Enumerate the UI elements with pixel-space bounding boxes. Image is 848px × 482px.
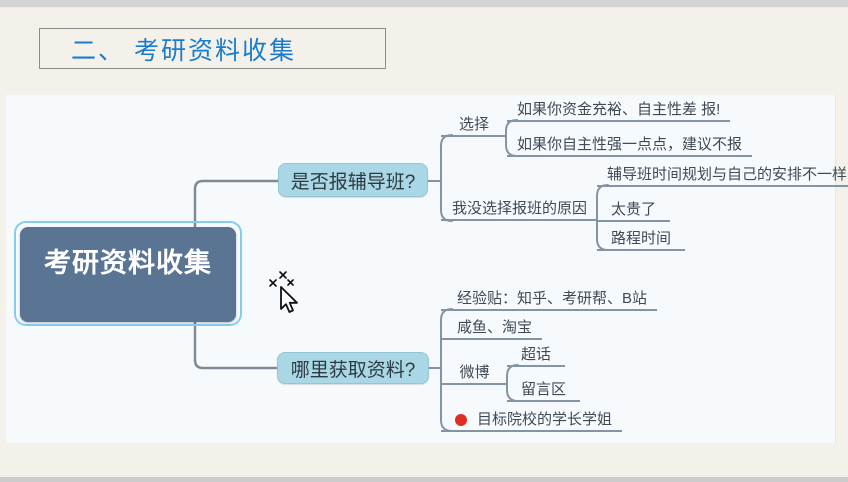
node-materials-question[interactable]: 哪里获取资料? xyxy=(277,352,429,384)
node-choice[interactable]: 选择 xyxy=(441,117,507,137)
node-reason[interactable]: 我没选择报班的原因 xyxy=(441,201,598,221)
slide-title: 二、 考研资料收集 xyxy=(71,36,296,65)
node-reason-schedule[interactable]: 辅导班时间规划与自己的安排不一样 xyxy=(597,167,848,187)
node-reason-commute[interactable]: 路程时间 xyxy=(597,231,686,251)
node-tutoring-question[interactable]: 是否报辅导班? xyxy=(278,163,428,197)
node-seniors[interactable]: 目标院校的学长学姐 xyxy=(441,411,623,432)
root-selection-ring xyxy=(14,221,242,326)
slide-title-box: 二、 考研资料收集 xyxy=(39,28,386,69)
node-reason-expensive[interactable]: 太贵了 xyxy=(597,202,671,222)
window-bottom-edge xyxy=(0,477,848,482)
node-weibo[interactable]: 微博 xyxy=(441,365,508,385)
window-top-edge xyxy=(0,0,848,8)
node-weibo-supertopic[interactable]: 超话 xyxy=(507,347,566,367)
red-marker-icon xyxy=(455,414,467,426)
node-choice-funded[interactable]: 如果你资金充裕、自主性差 报! xyxy=(507,102,731,122)
root-node-label: 考研资料收集 xyxy=(44,248,212,278)
node-choice-selfdriven[interactable]: 如果你自主性强一点点，建议不报 xyxy=(507,137,753,157)
node-weibo-comments[interactable]: 留言区 xyxy=(507,382,581,402)
node-experience-posts[interactable]: 经验贴：知乎、考研帮、B站 xyxy=(441,291,658,311)
mindmap-root-node[interactable]: 考研资料收集 xyxy=(20,227,236,322)
node-seniors-label: 目标院校的学长学姐 xyxy=(477,411,613,428)
node-secondhand[interactable]: 咸鱼、淘宝 xyxy=(441,320,543,340)
